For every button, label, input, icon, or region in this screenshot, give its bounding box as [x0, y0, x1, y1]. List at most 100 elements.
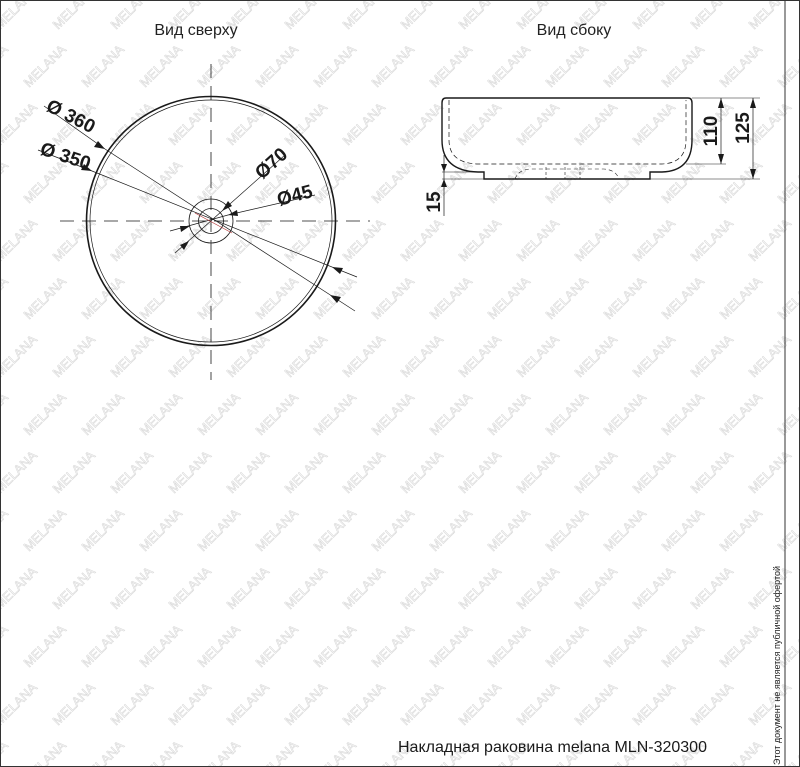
watermark-text: MELANA — [340, 563, 389, 612]
watermark-text: MELANA — [514, 215, 563, 264]
dim-inner-height: 110 — [701, 116, 722, 147]
watermark-text: MELANA — [224, 331, 273, 380]
watermark-text: MELANA — [21, 621, 70, 670]
arrowhead — [718, 98, 724, 108]
watermark-text: MELANA — [311, 621, 360, 670]
watermark-text: MELANA — [717, 621, 766, 670]
watermark-text: MELANA — [398, 563, 447, 612]
watermark-text: MELANA — [485, 157, 534, 206]
arrowhead — [81, 164, 92, 171]
watermark-text: MELANA — [50, 563, 99, 612]
watermark-text: MELANA — [601, 505, 650, 554]
watermark-text: MELANA — [340, 215, 389, 264]
watermark-text: MELANA — [688, 331, 737, 380]
inner-rim-circle — [89, 99, 333, 343]
watermark-text: MELANA — [311, 737, 360, 767]
watermark-text: MELANA — [659, 41, 708, 90]
watermark-text: MELANA — [137, 621, 186, 670]
arrowhead — [330, 295, 341, 303]
watermark-text: MELANA — [398, 215, 447, 264]
watermark-text: MELANA — [108, 0, 157, 32]
watermark-text: MELANA — [369, 389, 418, 438]
watermark-text: MELANA — [630, 447, 679, 496]
watermark-text: MELANA — [717, 157, 766, 206]
watermark-text: MELANA — [659, 273, 708, 322]
watermark-text: MELANA — [195, 389, 244, 438]
watermark-text: MELANA — [543, 157, 592, 206]
watermark-text: MELANA — [717, 505, 766, 554]
watermark-text: MELANA — [50, 331, 99, 380]
watermark-text: MELANA — [485, 41, 534, 90]
watermark-text: MELANA — [50, 679, 99, 728]
watermark-text: MELANA — [746, 0, 795, 32]
watermark-text: MELANA — [195, 273, 244, 322]
watermark-text: MELANA — [543, 505, 592, 554]
watermark-text: MELANA — [572, 563, 621, 612]
watermark-text: MELANA — [224, 679, 273, 728]
watermark-text: MELANA — [79, 389, 128, 438]
watermark-text: MELANA — [137, 41, 186, 90]
watermark-text: MELANA — [0, 621, 11, 670]
watermark-text: MELANA — [717, 273, 766, 322]
watermark-text: MELANA — [79, 621, 128, 670]
watermark-text: MELANA — [340, 331, 389, 380]
watermark-text: MELANA — [79, 273, 128, 322]
watermark-text: MELANA — [340, 0, 389, 32]
watermark-text: MELANA — [688, 679, 737, 728]
watermark-text: MELANA — [369, 157, 418, 206]
watermark-text: MELANA — [398, 679, 447, 728]
product-title: Накладная раковина melana MLN-320300 — [398, 739, 707, 756]
watermark-text: MELANA — [21, 505, 70, 554]
watermark-text: MELANA — [775, 505, 800, 554]
watermark-text: MELANA — [311, 41, 360, 90]
dim-foot-height: 15 — [424, 191, 445, 213]
outer-rim-circle — [85, 95, 337, 347]
watermark-text: MELANA — [195, 505, 244, 554]
watermark-text: MELANA — [427, 41, 476, 90]
watermark-text: MELANA — [427, 505, 476, 554]
watermark-text: MELANA — [0, 447, 40, 496]
watermark-text: MELANA — [0, 273, 11, 322]
watermark-text: MELANA — [717, 389, 766, 438]
watermark-text: MELANA — [717, 737, 766, 767]
watermark-text: MELANA — [166, 679, 215, 728]
watermark-text: MELANA — [514, 447, 563, 496]
watermark-text: MELANA — [0, 0, 40, 32]
watermark-text: MELANA — [137, 273, 186, 322]
watermark-text: MELANA — [253, 737, 302, 767]
watermark-text: MELANA — [253, 621, 302, 670]
watermark-text: MELANA — [630, 331, 679, 380]
watermark-text: MELANA — [369, 273, 418, 322]
watermark-text: MELANA — [514, 331, 563, 380]
watermark-text: MELANA — [688, 0, 737, 32]
watermark-text: MELANA — [485, 273, 534, 322]
watermark-text: MELANA — [630, 679, 679, 728]
watermark-text: MELANA — [311, 389, 360, 438]
watermark-text: MELANA — [0, 389, 11, 438]
watermark-text: MELANA — [369, 41, 418, 90]
watermark-text: MELANA — [543, 41, 592, 90]
watermark-text: MELANA — [166, 447, 215, 496]
watermark-text: MELANA — [572, 215, 621, 264]
watermark-text: MELANA — [253, 41, 302, 90]
watermark-text: MELANA — [456, 679, 505, 728]
watermark-text: MELANA — [50, 447, 99, 496]
watermark-text: MELANA — [572, 331, 621, 380]
watermark-text: MELANA — [108, 331, 157, 380]
watermark-text: MELANA — [195, 621, 244, 670]
watermark-text: MELANA — [485, 389, 534, 438]
watermark-text: MELANA — [21, 389, 70, 438]
arrowhead — [180, 226, 190, 232]
side-view-title: Вид сбоку — [537, 22, 612, 39]
watermark-text: MELANA — [456, 215, 505, 264]
arrowhead — [332, 267, 343, 274]
watermark-text: MELANA — [166, 563, 215, 612]
watermark-text: MELANA — [630, 215, 679, 264]
arrowhead — [441, 179, 447, 187]
watermark-text: MELANA — [601, 389, 650, 438]
watermark-text: MELANA — [630, 99, 679, 148]
watermark-text: MELANA — [514, 563, 563, 612]
watermark-text: MELANA — [746, 447, 795, 496]
watermark-text: MELANA — [340, 679, 389, 728]
